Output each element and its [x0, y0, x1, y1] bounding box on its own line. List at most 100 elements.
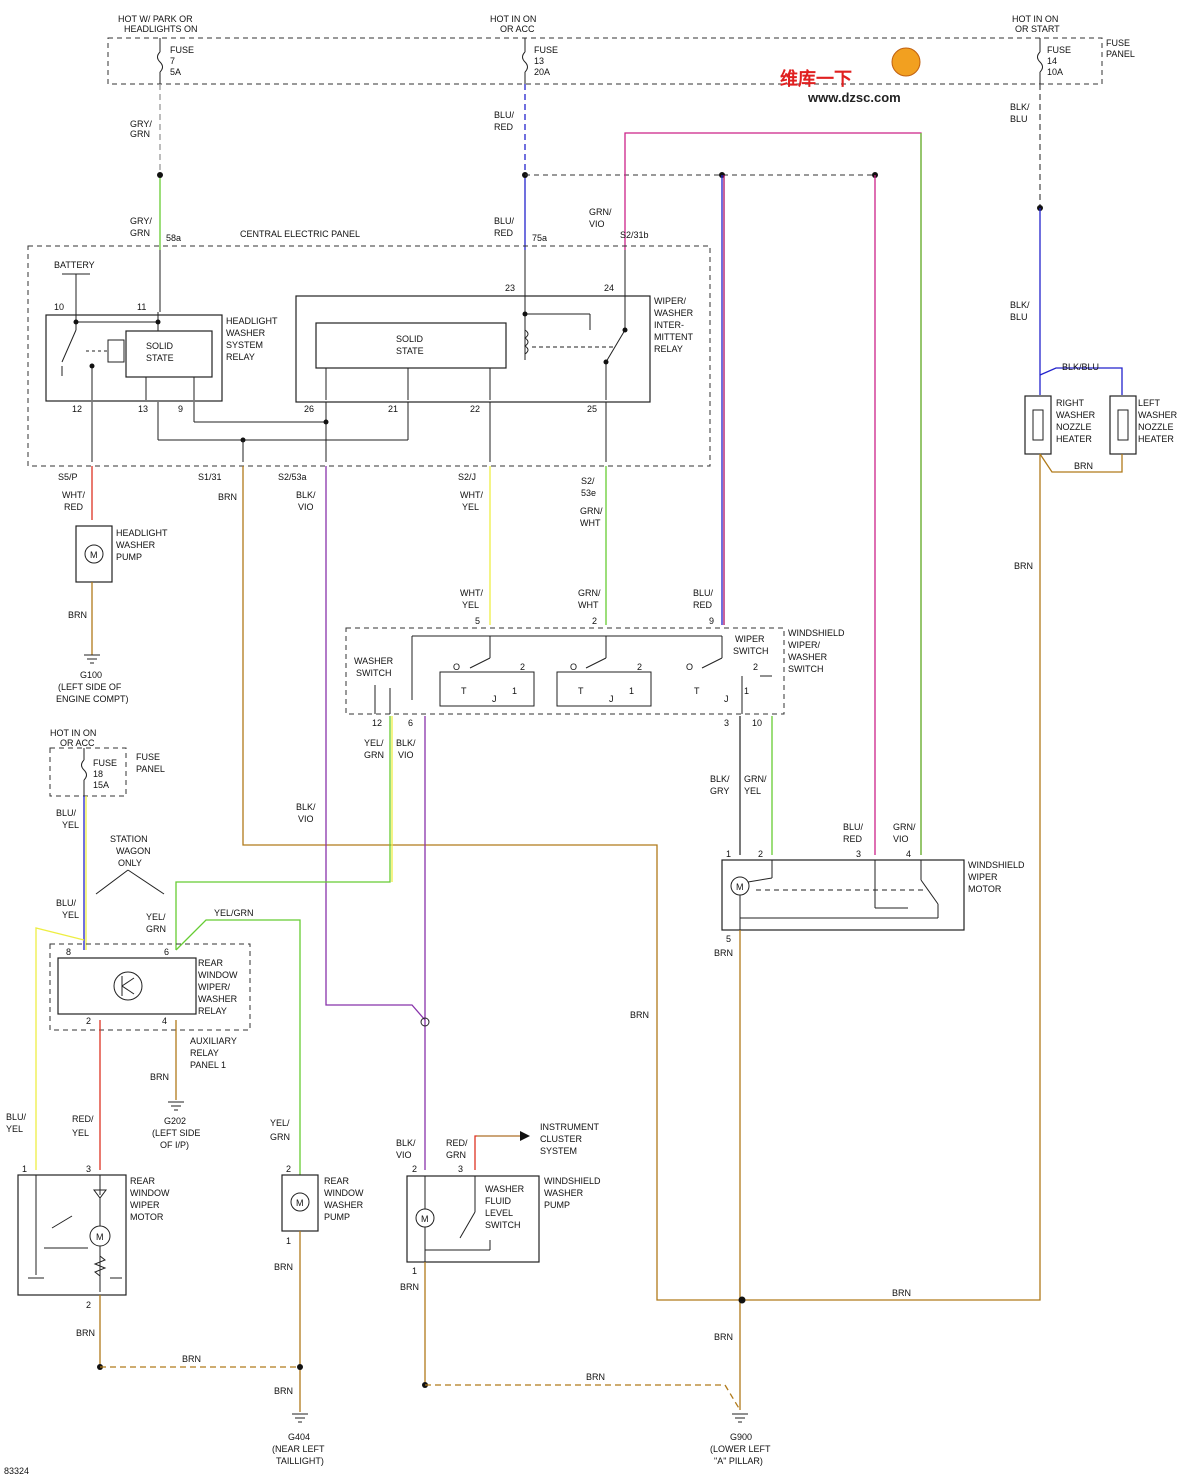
svg-text:O: O — [453, 662, 460, 672]
svg-text:S2/53a: S2/53a — [278, 472, 307, 482]
svg-text:BRN: BRN — [274, 1386, 293, 1396]
svg-text:YEL: YEL — [72, 1128, 89, 1138]
svg-text:WHT/: WHT/ — [460, 588, 483, 598]
ground-g404: G404 — [288, 1432, 310, 1442]
cep-title: CENTRAL ELECTRIC PANEL — [240, 229, 360, 239]
svg-text:11: 11 — [137, 302, 146, 312]
svg-text:WASHER: WASHER — [226, 328, 266, 338]
svg-text:SYSTEM: SYSTEM — [226, 340, 263, 350]
svg-text:BLK/: BLK/ — [1010, 300, 1030, 310]
source-left-2: HEADLIGHTS ON — [124, 24, 198, 34]
fuse-13: FUSE 13 20A — [522, 38, 558, 84]
svg-text:BLK/: BLK/ — [396, 1138, 416, 1148]
svg-text:1: 1 — [629, 686, 634, 696]
svg-text:YEL: YEL — [462, 600, 479, 610]
svg-text:HEADLIGHT: HEADLIGHT — [116, 528, 168, 538]
svg-text:BLU/: BLU/ — [56, 898, 77, 908]
svg-text:LEVEL: LEVEL — [485, 1208, 513, 1218]
wire-blk-blu-branch — [1039, 367, 1123, 395]
svg-text:TAILLIGHT): TAILLIGHT) — [276, 1456, 324, 1466]
svg-text:WINDSHIELD: WINDSHIELD — [544, 1176, 601, 1186]
wire-blk-vio-s2 — [325, 466, 426, 1021]
svg-text:GRN: GRN — [446, 1150, 466, 1160]
svg-text:6: 6 — [164, 947, 169, 957]
svg-text:REAR: REAR — [198, 958, 224, 968]
svg-text:HOT IN ON: HOT IN ON — [50, 728, 96, 738]
svg-text:BLK/: BLK/ — [1010, 102, 1030, 112]
svg-text:GRN: GRN — [146, 924, 166, 934]
svg-text:RELAY: RELAY — [226, 352, 255, 362]
svg-text:WASHER: WASHER — [1056, 410, 1096, 420]
svg-text:WINDSHIELD: WINDSHIELD — [788, 628, 845, 638]
svg-text:WIPER/: WIPER/ — [788, 640, 821, 650]
svg-text:FLUID: FLUID — [485, 1196, 512, 1206]
svg-text:VIO: VIO — [298, 502, 314, 512]
svg-text:BRN: BRN — [76, 1328, 95, 1338]
svg-text:BRN: BRN — [274, 1262, 293, 1272]
svg-text:RELAY: RELAY — [654, 344, 683, 354]
svg-text:GRN: GRN — [130, 228, 150, 238]
svg-text:GRY/: GRY/ — [130, 119, 152, 129]
svg-text:RED: RED — [64, 502, 84, 512]
source-mid-2: OR ACC — [500, 24, 535, 34]
right-washer-nozzle-heater — [1024, 395, 1052, 455]
svg-text:BLU/: BLU/ — [693, 588, 714, 598]
svg-text:STATE: STATE — [146, 353, 174, 363]
svg-text:PANEL: PANEL — [136, 764, 165, 774]
svg-text:BRN: BRN — [182, 1354, 201, 1364]
svg-text:RED/: RED/ — [72, 1114, 94, 1124]
svg-text:3: 3 — [86, 1164, 91, 1174]
svg-text:1: 1 — [726, 849, 731, 859]
svg-text:SWITCH: SWITCH — [485, 1220, 521, 1230]
svg-text:4: 4 — [162, 1016, 167, 1026]
svg-text:YEL: YEL — [6, 1124, 23, 1134]
source-left-1: HOT W/ PARK OR — [118, 14, 193, 24]
svg-text:WASHER: WASHER — [788, 652, 828, 662]
svg-text:HEATER: HEATER — [1056, 434, 1092, 444]
svg-text:WAGON: WAGON — [116, 846, 151, 856]
svg-text:BLU/: BLU/ — [843, 822, 864, 832]
svg-text:YEL/: YEL/ — [270, 1118, 290, 1128]
svg-text:GRN: GRN — [130, 129, 150, 139]
svg-text:4: 4 — [906, 849, 911, 859]
svg-text:2: 2 — [592, 616, 597, 626]
svg-text:BLU/: BLU/ — [494, 216, 515, 226]
svg-text:BLU/: BLU/ — [56, 808, 77, 818]
diagram-id: 83324 — [4, 1466, 29, 1476]
svg-text:RED: RED — [494, 122, 514, 132]
svg-text:NOZZLE: NOZZLE — [1138, 422, 1174, 432]
svg-text:2: 2 — [637, 662, 642, 672]
svg-text:RED: RED — [693, 600, 713, 610]
svg-text:MOTOR: MOTOR — [130, 1212, 164, 1222]
svg-text:2: 2 — [86, 1300, 91, 1310]
svg-text:2: 2 — [412, 1164, 417, 1174]
svg-text:10A: 10A — [1047, 67, 1063, 77]
svg-text:FUSE: FUSE — [93, 758, 117, 768]
svg-text:2: 2 — [286, 1164, 291, 1174]
svg-text:WHT/: WHT/ — [62, 490, 85, 500]
svg-text:25: 25 — [587, 404, 597, 414]
svg-text:WHT: WHT — [580, 518, 601, 528]
svg-text:M: M — [736, 882, 744, 892]
svg-text:YEL: YEL — [744, 786, 761, 796]
fuse-7: FUSE 7 5A — [157, 38, 194, 84]
svg-text:WINDSHIELD: WINDSHIELD — [968, 860, 1025, 870]
svg-text:维库一下: 维库一下 — [780, 68, 852, 89]
svg-text:BRN: BRN — [586, 1372, 605, 1382]
svg-text:YEL/: YEL/ — [364, 738, 384, 748]
svg-text:5: 5 — [475, 616, 480, 626]
battery-label: BATTERY — [54, 260, 95, 270]
svg-text:SWITCH: SWITCH — [356, 668, 392, 678]
svg-text:WASHER: WASHER — [485, 1184, 525, 1194]
ground-g202: G202 — [164, 1116, 186, 1126]
ground-g900: G900 — [730, 1432, 752, 1442]
svg-text:9: 9 — [178, 404, 183, 414]
svg-text:VIO: VIO — [893, 834, 909, 844]
svg-text:MOTOR: MOTOR — [968, 884, 1002, 894]
splice-1 — [157, 172, 163, 178]
svg-text:GRN/: GRN/ — [580, 506, 603, 516]
svg-text:S2/J: S2/J — [458, 472, 476, 482]
svg-text:BRN: BRN — [714, 1332, 733, 1342]
svg-text:20A: 20A — [534, 67, 550, 77]
